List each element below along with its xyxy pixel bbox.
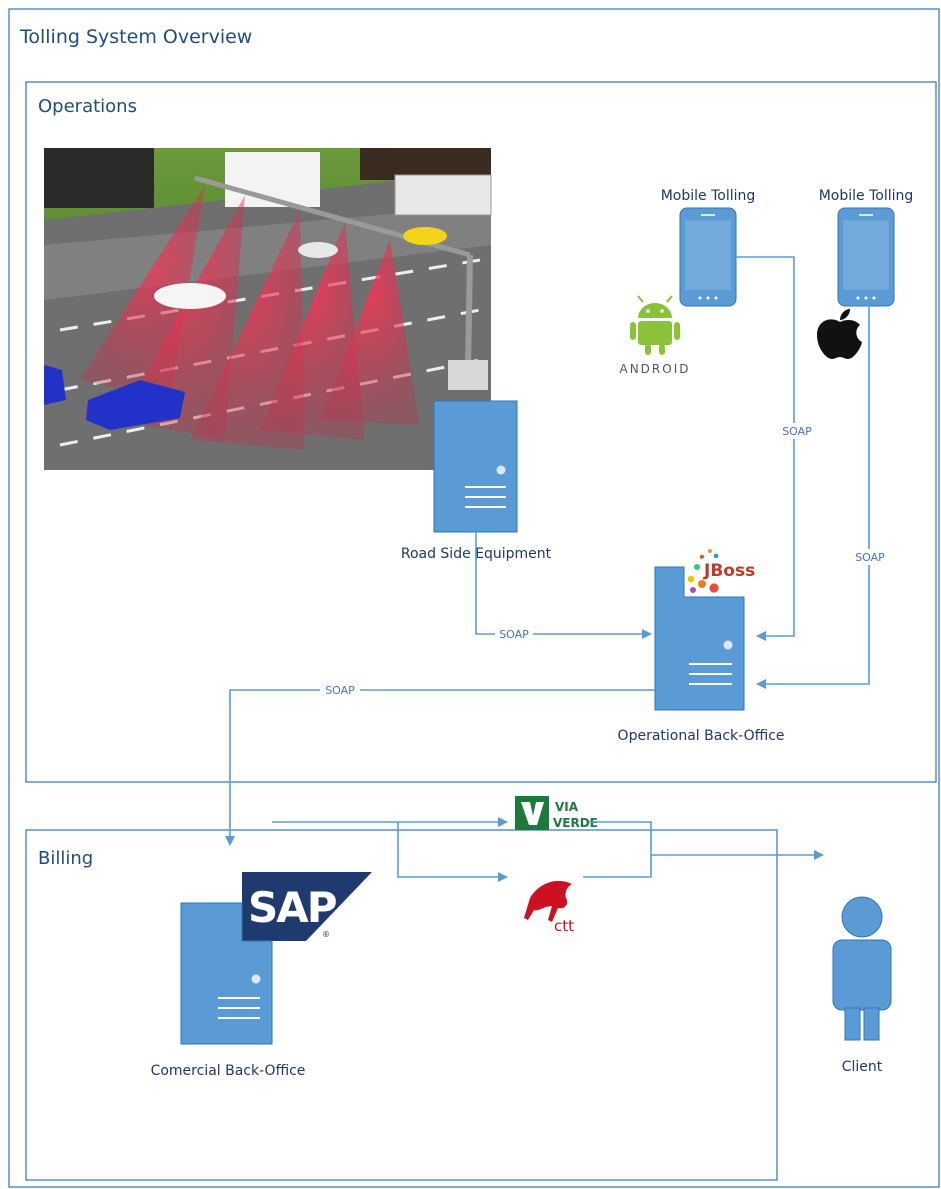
- edge-billing-soap-label: SOAP: [325, 684, 355, 697]
- jboss-wordmark: JBoss: [703, 561, 755, 581]
- comercial-server[interactable]: [180, 902, 273, 1045]
- edge-android-soap-label: SOAP: [782, 425, 812, 438]
- edge-android-to-ops: [736, 256, 795, 641]
- ctt-logo-icon: ctt: [524, 880, 574, 935]
- road-side-server[interactable]: [433, 400, 518, 533]
- svg-text:®: ®: [322, 930, 330, 939]
- edge-ios-to-ops: [756, 305, 870, 689]
- apple-logo-icon: [817, 309, 862, 359]
- edge-ops-to-billing-a: [229, 689, 655, 702]
- jboss-logo-icon: JBoss: [687, 549, 770, 593]
- mobile-android-label: Mobile Tolling: [661, 188, 756, 204]
- edge-rse-soap-label: SOAP: [499, 628, 529, 641]
- edge-providers-join: [583, 821, 652, 878]
- verde-wordmark: VERDE: [553, 816, 598, 830]
- comercial-label: Comercial Back-Office: [151, 1063, 306, 1079]
- edge-ios-soap-label: SOAP: [855, 551, 885, 564]
- android-wordmark: ANDROID: [620, 362, 691, 376]
- android-logo-icon: ANDROID: [620, 295, 691, 376]
- ctt-wordmark: ctt: [554, 917, 574, 935]
- edge-rse-to-ops: [475, 532, 652, 639]
- operations-group: [25, 81, 937, 783]
- billing-title: Billing: [38, 848, 93, 869]
- sap-logo-icon: SAP ®: [242, 872, 372, 941]
- mobile-ios-phone[interactable]: [837, 207, 895, 307]
- operational-server[interactable]: [654, 566, 745, 711]
- billing-group: [25, 829, 778, 1181]
- operational-label: Operational Back-Office: [618, 728, 785, 744]
- mobile-ios-label: Mobile Tolling: [819, 188, 914, 204]
- toll-gantry-photo: [44, 148, 492, 470]
- mobile-android-phone[interactable]: [679, 207, 737, 307]
- via-wordmark: VIA: [555, 800, 579, 814]
- sap-wordmark: SAP: [248, 883, 337, 932]
- client-label: Client: [842, 1059, 883, 1075]
- via-verde-logo-icon: VIA VERDE: [515, 796, 598, 830]
- edge-comercial-to-ctt: [397, 822, 508, 882]
- diagram-title: Tolling System Overview: [19, 26, 252, 48]
- client-person-icon[interactable]: [832, 896, 892, 1041]
- operations-title: Operations: [38, 96, 137, 117]
